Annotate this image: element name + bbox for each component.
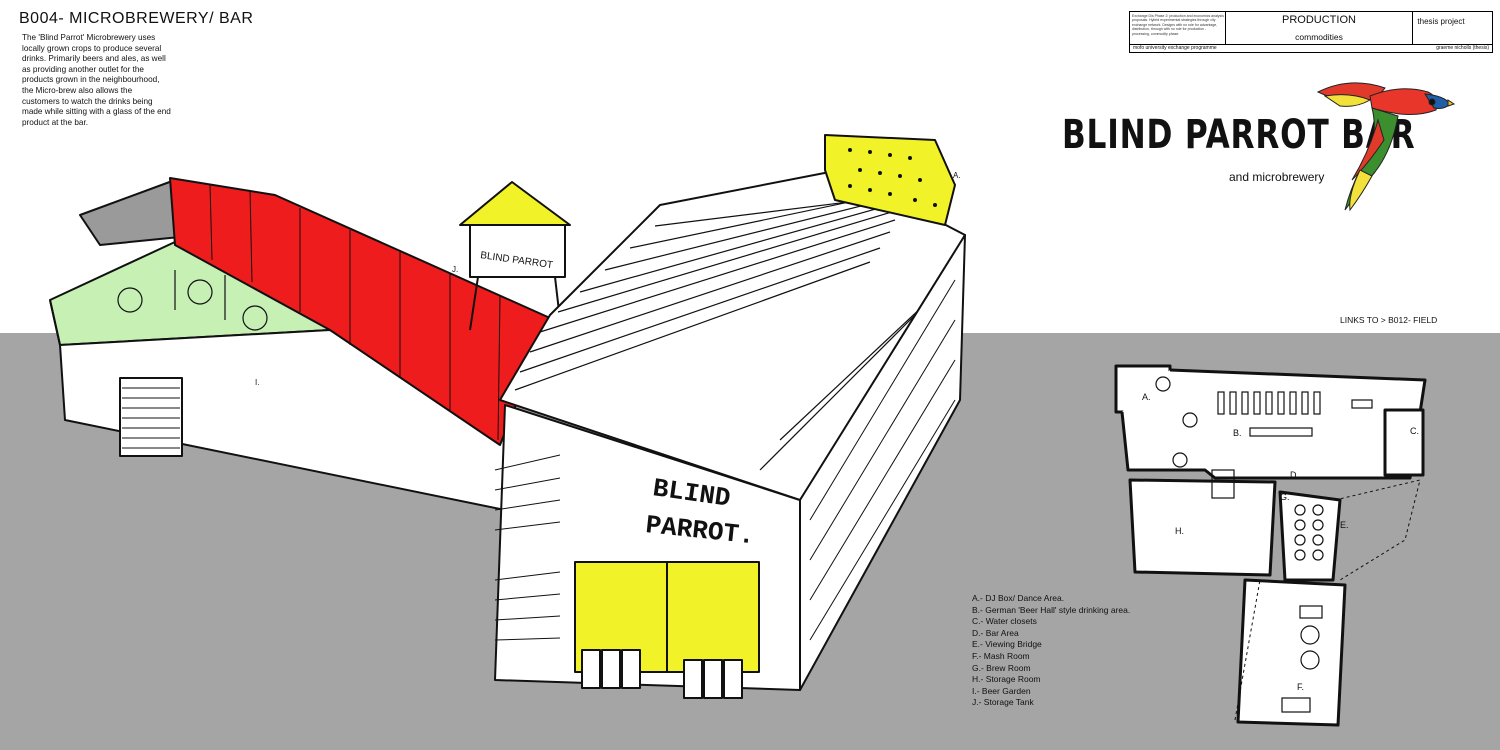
sketch-label-i: I. — [255, 378, 259, 387]
legend-item: A.- DJ Box/ Dance Area. — [972, 593, 1065, 603]
legend-item: E.- Viewing Bridge — [972, 639, 1042, 650]
sketch-label-a: A. — [953, 171, 961, 180]
brand-name: BLIND PARROT BAR — [1062, 112, 1416, 158]
legend-item: G.- Brew Room — [972, 662, 1031, 673]
plan-label-a: A. — [1142, 392, 1151, 402]
plan-label-f: F. — [1297, 682, 1304, 692]
legend-item: H.- Storage Room — [972, 674, 1041, 685]
plan-label-c: C. — [1410, 426, 1419, 436]
title-block-notes: Exchange Dis Phase 2: production and eco… — [1132, 14, 1224, 36]
plan-label-h: H. — [1175, 526, 1184, 536]
title-block-project: thesis project — [1417, 17, 1465, 26]
title-block-footer-left: mofo university exchange programme — [1133, 45, 1217, 51]
project-description: The 'Blind Parrot' Microbrewery uses loc… — [22, 33, 171, 127]
title-block-footer-right: graeme nicholls (thesis) — [1436, 45, 1489, 51]
legend-item: I.- Beer Garden — [972, 685, 1031, 696]
plan-label-g: G. — [1280, 492, 1290, 502]
plan-label-e: E. — [1340, 520, 1349, 530]
legend-item: C.- Water closets — [972, 616, 1037, 627]
plan-label-d: D. — [1290, 470, 1299, 480]
title-block: Exchange Dis Phase 2: production and eco… — [1129, 11, 1493, 53]
sketch-label-j: J. — [452, 265, 458, 274]
legend-item: J.- Storage Tank — [972, 697, 1034, 708]
legend-item: F.- Mash Room — [972, 650, 1030, 661]
links-to-label: LINKS TO > B012- FIELD — [1340, 315, 1438, 325]
plan-label-b: B. — [1233, 428, 1242, 438]
title-block-category: commodities — [1295, 32, 1343, 42]
brand-subtitle: and microbrewery — [1229, 170, 1325, 184]
title-block-heading: PRODUCTION — [1282, 14, 1356, 26]
legend-item: D.- Bar Area — [972, 627, 1019, 638]
sheet-title: B004- MICROBREWERY/ BAR — [19, 10, 254, 27]
legend-item: B.- German 'Beer Hall' style drinking ar… — [972, 604, 1131, 615]
legend: A.- DJ Box/ Dance Area. B.- German 'Beer… — [972, 593, 1130, 709]
